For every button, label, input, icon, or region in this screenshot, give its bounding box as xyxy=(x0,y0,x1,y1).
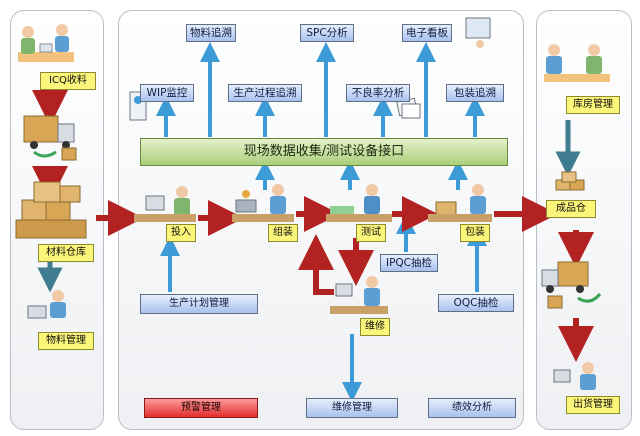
dashboard-screen-icon xyxy=(465,17,491,48)
truck-icon-left xyxy=(23,115,77,161)
packing-station-icon xyxy=(428,184,492,222)
alarm-mgmt-label: 预警管理 xyxy=(144,398,258,418)
repair-station-icon xyxy=(330,276,388,314)
performance-label: 绩效分析 xyxy=(428,398,516,418)
ipqc-label: IPQC抽检 xyxy=(380,254,438,272)
package-trace-label: 包装追溯 xyxy=(446,84,504,102)
bus-up-arrows xyxy=(156,42,485,137)
defect-rate-label: 不良率分析 xyxy=(346,84,410,102)
input-station-label: 投入 xyxy=(166,224,196,242)
spc-label: SPC分析 xyxy=(300,24,354,42)
finished-goods-boxes-icon xyxy=(555,171,585,191)
material-mgmt-label: 物料管理 xyxy=(38,332,94,350)
material-mgmt-person-icon xyxy=(27,290,66,319)
warehouse-boxes-icon xyxy=(15,181,87,239)
data-collection-bus: 现场数据收集/测试设备接口 xyxy=(140,138,508,166)
repair-mgmt-label: 维修管理 xyxy=(306,398,398,418)
station-up-arrows xyxy=(255,160,468,190)
icq-people-icon xyxy=(18,24,74,62)
input-station-icon xyxy=(134,186,196,222)
packing-station-label: 包装 xyxy=(460,224,490,242)
truck-icon-right xyxy=(541,261,602,309)
warehouse-mgmt-people-icon xyxy=(544,44,610,82)
process-arrows xyxy=(32,90,594,362)
warehouse-mgmt-label: 库房管理 xyxy=(566,96,620,114)
process-trace-label: 生产过程追溯 xyxy=(228,84,302,102)
finished-goods-label: 成品仓 xyxy=(546,200,596,218)
assembly-station-icon xyxy=(232,184,294,222)
test-station-label: 测试 xyxy=(356,224,386,242)
people-icons xyxy=(15,17,610,390)
production-plan-label: 生产计划管理 xyxy=(140,294,258,314)
materials-trace-label: 物料追溯 xyxy=(186,24,236,42)
shipping-person-icon xyxy=(553,362,596,390)
wip-label: WIP监控 xyxy=(140,84,194,102)
test-station-icon xyxy=(326,184,392,222)
oqc-label: OQC抽检 xyxy=(438,294,514,312)
warehouse-label: 材料仓库 xyxy=(38,244,94,262)
teal-arrows xyxy=(37,120,581,293)
icq-label: ICQ收料 xyxy=(40,72,96,90)
assembly-station-label: 组装 xyxy=(268,224,298,242)
arrow-repair-return xyxy=(298,234,334,295)
repair-station-label: 维修 xyxy=(360,318,390,336)
dashboard-label: 电子看板 xyxy=(402,24,452,42)
shipping-mgmt-label: 出货管理 xyxy=(566,396,620,414)
